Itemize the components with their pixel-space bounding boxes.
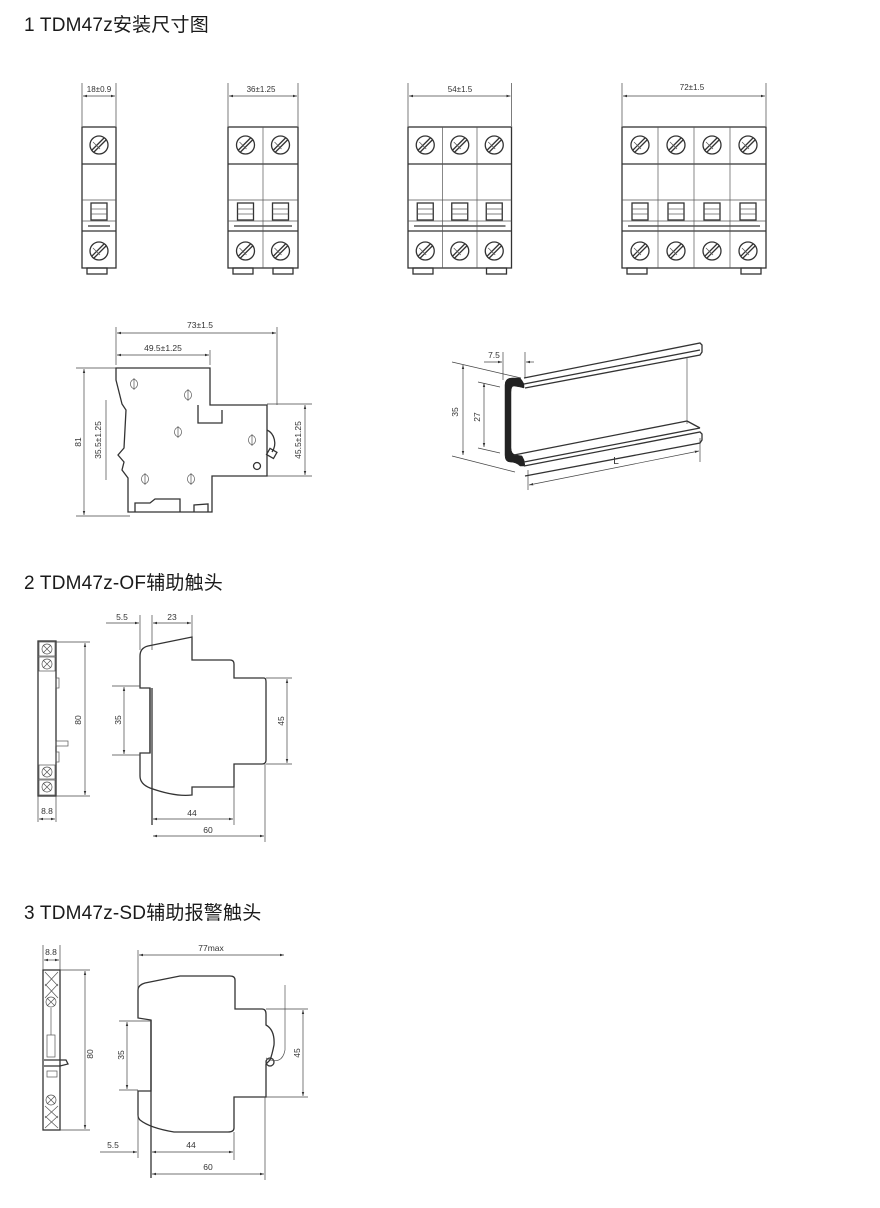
sd-front-width-label: 8.8: [45, 947, 57, 957]
of-top-label: 23: [167, 612, 177, 622]
side-view-depth-label: 73±1.5: [187, 320, 213, 330]
of-step-label: 45: [276, 716, 286, 726]
din-rail-drawing: [451, 342, 703, 490]
side-view-height-label: 81: [73, 437, 83, 447]
sd-offset-label: 5.5: [107, 1140, 119, 1150]
of-front-height-label: 80: [73, 715, 83, 725]
sd-front-height-label: 80: [85, 1049, 95, 1059]
sd-rail-label: 35: [116, 1050, 126, 1060]
of-front-view: [37, 640, 90, 822]
front-view-3p-width-label: 54±1.5: [448, 85, 473, 94]
side-view-right-step-label: 45.5±1.25: [293, 421, 303, 459]
sd-front-depth-label: 44: [186, 1140, 196, 1150]
section-1-title: 1 TDM47z安装尺寸图: [24, 15, 209, 36]
sd-depth-label: 60: [203, 1162, 213, 1172]
section-2-title: 2 TDM47z-OF辅助触头: [24, 573, 224, 594]
breaker-side-view: [76, 327, 312, 517]
of-front-width-label: 8.8: [41, 806, 53, 816]
sd-step-label: 45: [292, 1048, 302, 1058]
side-view-left-step-label: 35.5±1.25: [93, 421, 103, 459]
front-view-1p-width-label: 18±0.9: [87, 85, 112, 94]
breaker-front-views: [81, 83, 767, 275]
front-view-4p: [621, 83, 767, 275]
of-front-depth-label: 44: [187, 808, 197, 818]
din-rail-outer-height-label: 35: [450, 407, 460, 417]
sd-max-depth-label: 77max: [198, 943, 224, 953]
of-rail-label: 35: [113, 715, 123, 725]
din-rail-flange-label: 7.5: [488, 350, 500, 360]
sd-front-view: [42, 945, 90, 1131]
side-view-front-depth-label: 49.5±1.25: [144, 343, 182, 353]
front-view-3p: [407, 83, 513, 275]
din-rail-length-label: L: [613, 456, 619, 467]
din-rail-inner-height-label: 27: [472, 412, 482, 422]
front-view-2p-width-label: 36±1.25: [247, 85, 276, 94]
of-depth-label: 60: [203, 825, 213, 835]
front-view-4p-width-label: 72±1.5: [680, 83, 705, 92]
sd-side-view: [100, 950, 308, 1180]
section-3-title: 3 TDM47z-SD辅助报警触头: [24, 903, 262, 924]
front-view-2p: [227, 83, 299, 275]
front-view-1p: [81, 83, 117, 275]
of-offset-label: 5.5: [116, 612, 128, 622]
of-side-view: [106, 615, 292, 842]
